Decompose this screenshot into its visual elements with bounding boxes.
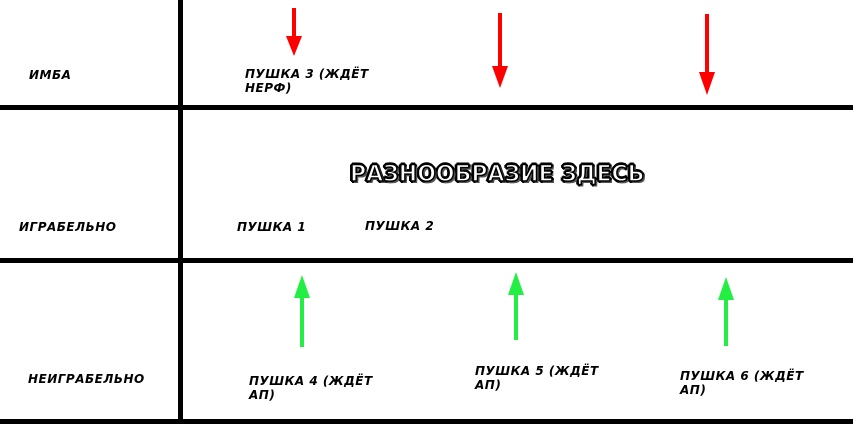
buff-up-arrow-icon xyxy=(718,277,734,346)
nerf-down-arrow-icon xyxy=(699,14,715,95)
row-divider-bottom xyxy=(0,419,853,424)
vertical-divider xyxy=(178,0,183,424)
row-divider-1 xyxy=(0,105,853,110)
nerf-down-arrow-icon xyxy=(492,13,508,88)
row-label-imba: ИМБА xyxy=(29,68,72,82)
buff-up-arrow-icon xyxy=(508,272,524,340)
item-gun-5: ПУШКА 5 (ЖДЁТ АП) xyxy=(475,364,599,392)
buff-up-arrow-icon xyxy=(294,275,310,347)
row-label-unplayable: НЕИГРАБЕЛЬНО xyxy=(28,372,145,386)
item-gun-2: ПУШКА 2 xyxy=(365,219,435,233)
row-label-playable: ИГРАБЕЛЬНО xyxy=(19,220,117,234)
row-divider-2 xyxy=(0,258,853,263)
nerf-down-arrow-icon xyxy=(286,8,302,56)
item-gun-4: ПУШКА 4 (ЖДЁТ АП) xyxy=(249,374,373,402)
diversity-title: РАЗНООБРАЗИЕ ЗДЕСЬ xyxy=(349,161,645,188)
item-gun-3: ПУШКА 3 (ЖДЁТ НЕРФ) xyxy=(245,67,369,95)
item-gun-1: ПУШКА 1 xyxy=(237,220,307,234)
item-gun-6: ПУШКА 6 (ЖДЁТ АП) xyxy=(680,369,804,397)
